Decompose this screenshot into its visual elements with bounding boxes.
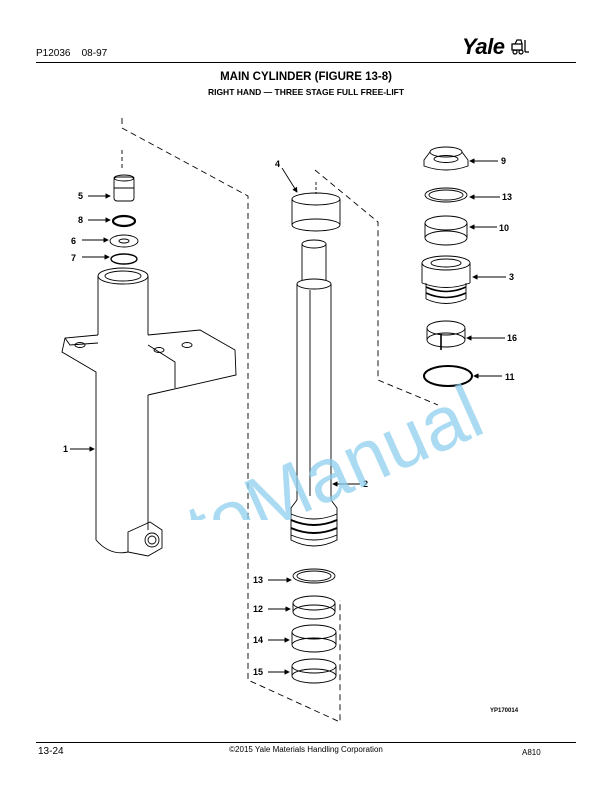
part-14-ring	[291, 624, 337, 653]
figure-code: YP170014	[490, 708, 519, 714]
callout-10: 10	[499, 223, 509, 233]
copyright: ©2015 Yale Materials Handling Corporatio…	[229, 745, 383, 754]
callout-16: 16	[507, 333, 517, 343]
part-16-ring	[426, 320, 466, 350]
part-11-oring	[423, 365, 473, 387]
callout-11: 11	[505, 372, 515, 382]
header-rule	[36, 62, 576, 63]
callout-2: 2	[363, 479, 368, 489]
page-title: MAIN CYLINDER (FIGURE 13-8)	[220, 71, 392, 83]
part-13-lower-ring	[292, 568, 336, 584]
callout-15: 15	[253, 667, 263, 677]
part-12-ring	[292, 595, 336, 620]
header-doc-info: P12036 08-97	[36, 48, 107, 59]
callout-13-upper: 13	[502, 192, 512, 202]
callout-4: 4	[275, 159, 280, 169]
part-5-fitting	[113, 174, 135, 202]
callout-9: 9	[501, 156, 506, 166]
part-3-gland	[421, 255, 471, 304]
forklift-icon	[511, 39, 530, 55]
footer-code: A810	[522, 748, 541, 757]
callout-3: 3	[509, 272, 514, 282]
part-7-snap-ring	[110, 253, 138, 265]
part-8-oring	[111, 214, 137, 228]
doc-number: P12036	[36, 48, 71, 59]
part-10-ring	[424, 215, 468, 246]
yale-logo: Yale	[462, 34, 530, 60]
callout-1: 1	[63, 444, 68, 454]
doc-date: 08-97	[81, 48, 108, 59]
callout-6: 6	[71, 236, 76, 246]
brand-name: Yale	[462, 34, 505, 59]
callout-14: 14	[253, 635, 263, 645]
footer-rule	[36, 742, 576, 743]
callout-8: 8	[78, 215, 83, 225]
callout-5: 5	[78, 191, 83, 201]
page-subtitle: RIGHT HAND — THREE STAGE FULL FREE-LIFT	[207, 87, 405, 97]
part-4-bushing	[291, 182, 341, 232]
callout-7: 7	[71, 253, 76, 263]
part-15-ring	[291, 658, 337, 684]
callout-12: 12	[253, 604, 263, 614]
part-6-washer	[109, 234, 139, 248]
part-9-wiper	[423, 146, 469, 171]
callout-13-lower: 13	[253, 575, 263, 585]
page-number: 13-24	[38, 746, 64, 757]
assembly-dash-right	[314, 169, 439, 406]
part-13-upper-ring	[424, 187, 468, 203]
part-1-cylinder-shell	[61, 267, 237, 557]
part-2-piston-rod	[290, 239, 338, 547]
assembly-dash-left	[121, 118, 341, 723]
